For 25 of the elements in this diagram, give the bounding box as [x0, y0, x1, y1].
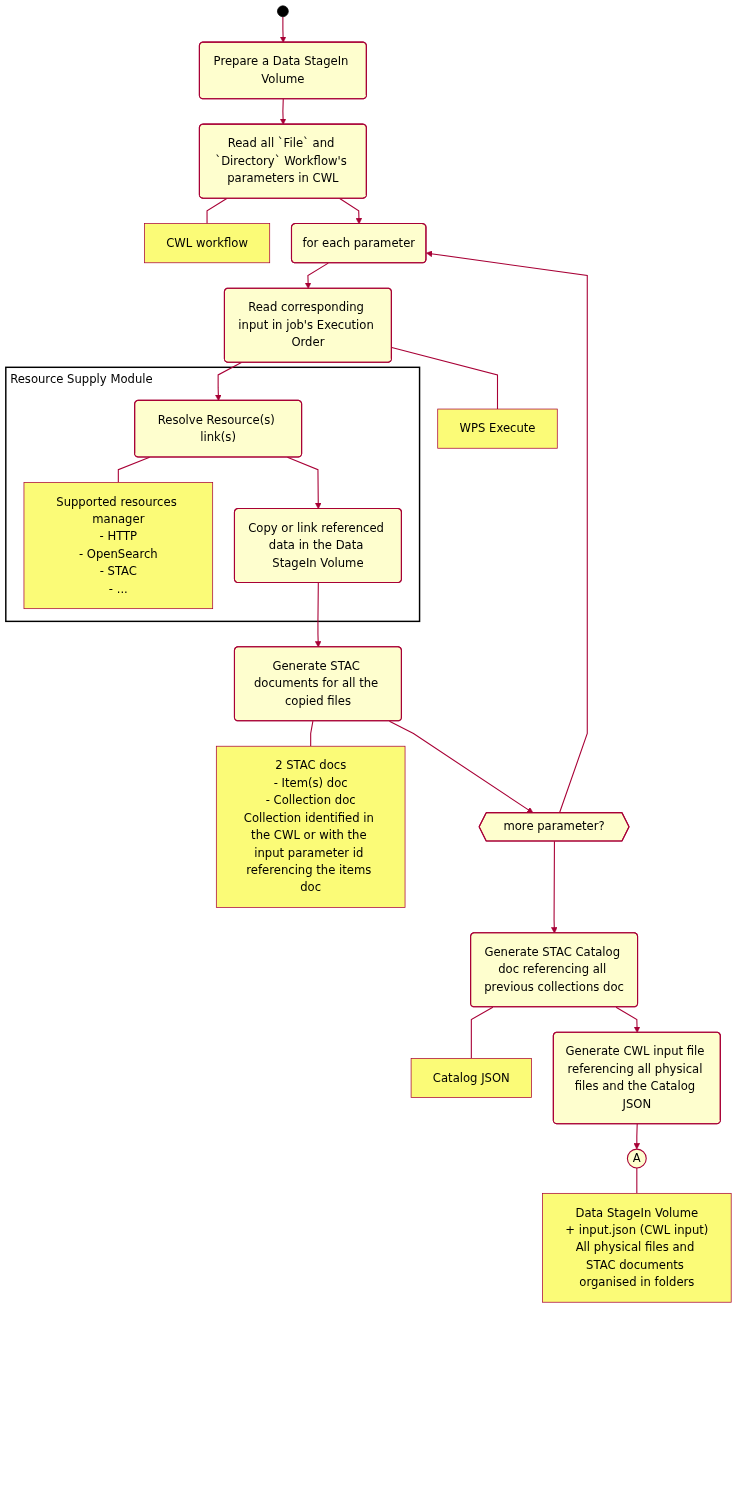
node-box: CWL workflow [144, 223, 271, 264]
arrow [279, 98, 287, 125]
connector [206, 198, 228, 225]
connector [310, 720, 314, 747]
arrow [279, 16, 287, 43]
arrow [426, 250, 588, 814]
arrow [215, 362, 242, 401]
node-box: Supported resources manager - HTTP - OpenSearch - STAC - ... [23, 482, 214, 610]
arrow [388, 720, 534, 814]
node-box: WPS Execute [437, 408, 558, 449]
arrow [304, 262, 329, 289]
connector [391, 346, 499, 410]
node-circle [277, 5, 289, 18]
node-circle: A [626, 1148, 647, 1169]
arrow [551, 840, 558, 934]
arrow [286, 456, 322, 510]
arrow [314, 582, 322, 648]
arrow [615, 1006, 641, 1033]
node-box: 2 STAC docs - Item(s) doc - Collection doc Collection identified in the CWL or with the input parameter id referencing the items doc [215, 745, 406, 908]
node-box: Catalog JSON [410, 1058, 532, 1098]
connector [636, 1167, 638, 1194]
connector [117, 456, 151, 483]
node-box: Data StageIn Volume + input.json (CWL input) All physical files and STAC documents organised in folders [542, 1192, 732, 1303]
arrow [339, 198, 363, 225]
arrow [633, 1123, 640, 1150]
